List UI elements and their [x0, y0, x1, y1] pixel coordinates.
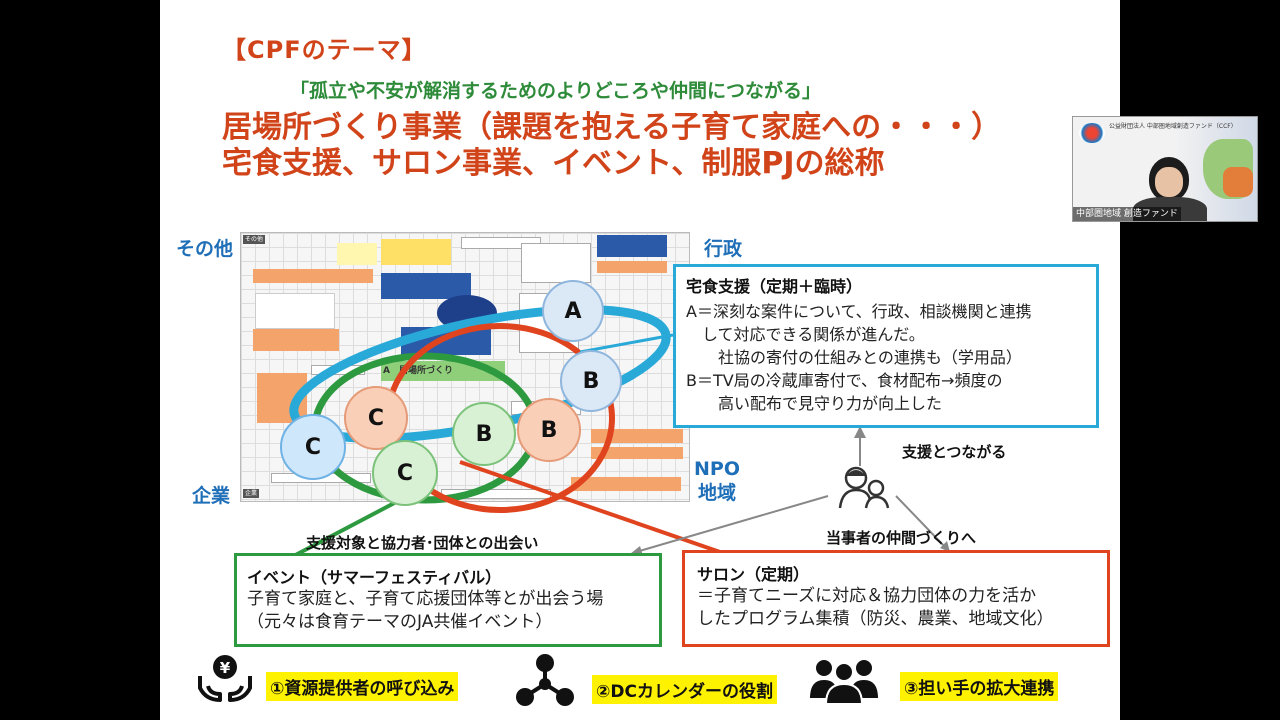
map-note [337, 243, 377, 265]
map-note [381, 239, 451, 265]
ccf-logo-icon [1079, 123, 1105, 143]
corner-label-company: 企業 [192, 485, 231, 507]
takushoku-line: A＝深刻な案件について、行政、相談機関と連携 [686, 302, 1032, 321]
arrow-head [854, 426, 866, 438]
map-note [597, 261, 667, 273]
theme-title: 【CPFのテーマ】 [222, 36, 427, 64]
map-label-other: その他 [243, 235, 266, 244]
connector-line [285, 498, 401, 562]
map-note [571, 477, 681, 491]
circle-c: C [344, 386, 408, 450]
map-note [591, 447, 683, 459]
event-box: イベント（サマーフェスティバル） 子育て家庭と、子育て応援団体等とが出会う場 （… [234, 553, 662, 647]
takushoku-box: 宅食支援（定期＋臨時） A＝深刻な案件について、行政、相談機関と連携 して対応で… [673, 264, 1099, 428]
map-note [255, 293, 335, 329]
circle-b: B [517, 398, 581, 462]
circle-c: C [280, 414, 346, 480]
presentation-slide: 【CPFのテーマ】 「孤立や不安が解消するためのよりどころや仲間につながる」 居… [160, 0, 1120, 720]
event-line: 子育て家庭と、子育て応援団体等とが出会う場 [247, 589, 604, 609]
arrow-line [895, 495, 947, 549]
salon-line: したプログラム集積（防災、農業、地域文化） [697, 609, 1054, 629]
map-note [381, 273, 471, 299]
yen-hands-icon: ¥ [198, 655, 252, 702]
heading-line-2: 宅食支援、サロン事業、イベント、制服PJの総称 [222, 146, 885, 181]
circle-b: B [452, 402, 516, 466]
map-note [591, 429, 683, 443]
corner-label-other: その他 [176, 238, 234, 260]
takushoku-line: B＝TV局の冷蔵庫寄付で、食材配布→頻度の [686, 371, 1003, 390]
takushoku-line: 高い配布で見守り力が向上した [686, 394, 943, 413]
map-note [521, 243, 591, 283]
webcam-map [1223, 167, 1253, 197]
network-icon [516, 654, 574, 706]
svg-text:¥: ¥ [220, 659, 231, 677]
arrow-head [940, 541, 950, 552]
corner-label-npo-line1: NPO [694, 458, 740, 480]
connector-line [579, 333, 674, 354]
slide-subtitle: 「孤立や不安が解消するためのよりどころや仲間につながる」 [290, 80, 822, 102]
circle-a: A [542, 280, 604, 342]
map-note [597, 235, 667, 257]
webcam-name-label: 中部圏地域 創造ファンド [1073, 207, 1181, 221]
circle-c: C [372, 440, 438, 506]
salon-line: ＝子育てニーズに対応＆協力団体の力を活か [697, 586, 1037, 606]
corner-label-npo: NPO 地域 [694, 457, 740, 505]
map-label-company: 企業 [243, 489, 260, 498]
caption-peer: 当事者の仲間づくりへ [826, 529, 977, 547]
corner-label-gov: 行政 [704, 238, 743, 260]
salon-title: サロン（定期） [697, 565, 810, 584]
person-face [1155, 167, 1183, 197]
takushoku-line: して対応できる関係が進んだ。 [686, 325, 925, 344]
caption-meet: 支援対象と協力者･団体との出会い [306, 534, 539, 552]
takushoku-title: 宅食支援（定期＋臨時） [686, 277, 863, 296]
caption-support: 支援とつながる [902, 443, 1007, 461]
people-group-icon [810, 660, 878, 704]
webcam-thumbnail[interactable]: 公益財団法人 中部圏地域創造ファンド（CCF） 中部圏地域 創造ファンド [1072, 116, 1258, 222]
heading-line-1: 居場所づくり事業（課題を抱える子育て家庭への・・・） [222, 110, 1002, 145]
connector-line [459, 460, 721, 554]
parent-child-icon [838, 466, 890, 509]
webcam-header: 公益財団法人 中部圏地域創造ファンド（CCF） [1109, 123, 1237, 130]
map-note [253, 269, 373, 283]
event-line: （元々は食育テーマのJA共催イベント） [247, 612, 553, 632]
event-title: イベント（サマーフェスティバル） [247, 568, 502, 587]
salon-box: サロン（定期） ＝子育てニーズに対応＆協力団体の力を活か したプログラム集積（防… [682, 550, 1110, 647]
bottom-item-1: ①資源提供者の呼び込み [266, 672, 459, 701]
map-note [253, 329, 339, 351]
takushoku-line: 社協の寄付の仕組みとの連携も（学用品） [686, 348, 1022, 367]
corner-label-npo-line2: 地域 [697, 482, 736, 504]
bottom-item-2: ②DCカレンダーの役割 [592, 675, 777, 704]
arrow-line [635, 495, 829, 553]
circle-b: B [560, 350, 622, 412]
bottom-item-3: ③担い手の拡大連携 [900, 672, 1059, 701]
